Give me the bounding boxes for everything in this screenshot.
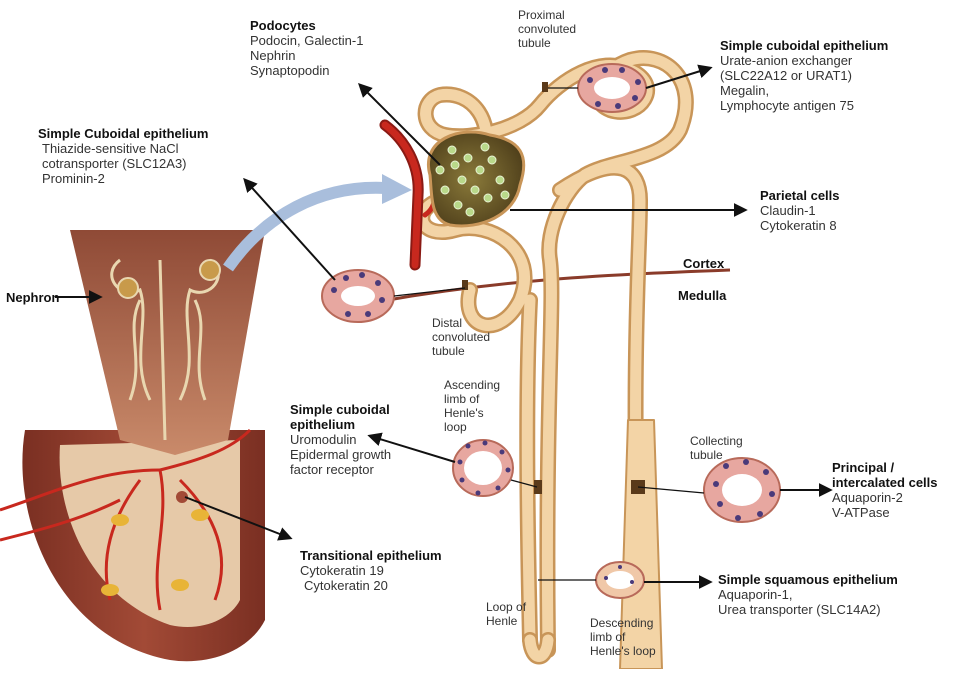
pct-line-3: tubule <box>518 36 576 50</box>
dct-label: Distal convoluted tubule <box>432 316 490 358</box>
squamous-line-2: Urea transporter (SLC14A2) <box>718 602 898 617</box>
transitional-line-1: Cytokeratin 19 <box>300 563 442 578</box>
descending-line-1: Descending <box>590 616 656 630</box>
dct-markers-label: Simple Cuboidal epithelium Thiazide-sens… <box>38 126 208 186</box>
principal-title-2: intercalated cells <box>832 475 938 490</box>
parietal-title: Parietal cells <box>760 188 840 203</box>
pct-markers-line-4: Lymphocyte antigen 75 <box>720 98 888 113</box>
tal-markers-line-2: Epidermal growth <box>290 447 391 462</box>
collecting-cross-section <box>704 458 780 522</box>
tal-markers-title-2: epithelium <box>290 417 391 432</box>
pct-markers-line-2: (SLC22A12 or URAT1) <box>720 68 888 83</box>
dct-line-3: tubule <box>432 344 490 358</box>
glomerulus-small-right <box>200 260 220 280</box>
pct-cross-section <box>578 64 646 112</box>
dct-markers-title: Simple Cuboidal epithelium <box>38 126 208 141</box>
ascending-line-2: limb of <box>444 392 500 406</box>
podocytes-line-3: Synaptopodin <box>250 63 363 78</box>
principal-line-2: V-ATPase <box>832 505 938 520</box>
nephron-label: Nephron <box>6 290 59 305</box>
transitional-label: Transitional epithelium Cytokeratin 19 C… <box>300 548 442 593</box>
ascending-line-3: Henle's <box>444 406 500 420</box>
pct-markers-title: Simple cuboidal epithelium <box>720 38 888 53</box>
squamous-label: Simple squamous epithelium Aquaporin-1, … <box>718 572 898 617</box>
tal-markers-line-1: Uromodulin <box>290 432 391 447</box>
dct-line-2: convoluted <box>432 330 490 344</box>
principal-line-1: Aquaporin-2 <box>832 490 938 505</box>
descending-line-3: Henle's loop <box>590 644 656 658</box>
squamous-line-1: Aquaporin-1, <box>718 587 898 602</box>
tal-markers-title-1: Simple cuboidal <box>290 402 391 417</box>
thin-limb-cross-section <box>596 562 644 598</box>
pct-markers-label: Simple cuboidal epithelium Urate-anion e… <box>720 38 888 113</box>
collecting-line-2: tubule <box>690 448 743 462</box>
transitional-title: Transitional epithelium <box>300 548 442 563</box>
dct-line-1: Distal <box>432 316 490 330</box>
zoom-arrowhead <box>382 174 412 204</box>
ascending-line-4: loop <box>444 420 500 434</box>
principal-title-1: Principal / <box>832 460 938 475</box>
loop-line-2: Henle <box>486 614 526 628</box>
parietal-line-1: Claudin-1 <box>760 203 840 218</box>
ascending-limb-label: Ascending limb of Henle's loop <box>444 378 500 434</box>
transitional-line-2: Cytokeratin 20 <box>300 578 442 593</box>
collecting-tubule-label: Collecting tubule <box>690 434 743 462</box>
podocytes-label: Podocytes Podocin, Galectin-1 Nephrin Sy… <box>250 18 363 78</box>
glomerulus-small-left <box>118 278 138 298</box>
descending-limb-label: Descending limb of Henle's loop <box>590 616 656 658</box>
ascending-line-1: Ascending <box>444 378 500 392</box>
dct-markers-line-3: Prominin-2 <box>38 171 208 186</box>
podocytes-line-1: Podocin, Galectin-1 <box>250 33 363 48</box>
cortex-label: Cortex <box>683 256 724 271</box>
pct-label: Proximal convoluted tubule <box>518 8 576 50</box>
podocytes-line-2: Nephrin <box>250 48 363 63</box>
descending-line-2: limb of <box>590 630 656 644</box>
podocytes-title: Podocytes <box>250 18 363 33</box>
parietal-line-2: Cytokeratin 8 <box>760 218 840 233</box>
medulla-label: Medulla <box>678 288 726 303</box>
tal-cross-section <box>453 440 513 496</box>
loop-of-henle-label: Loop of Henle <box>486 600 526 628</box>
bowmans-capsule <box>428 132 523 226</box>
squamous-title: Simple squamous epithelium <box>718 572 898 587</box>
principal-cells-label: Principal / intercalated cells Aquaporin… <box>832 460 938 520</box>
tal-markers-label: Simple cuboidal epithelium Uromodulin Ep… <box>290 402 391 477</box>
pct-line-2: convoluted <box>518 22 576 36</box>
tal-markers-line-3: factor receptor <box>290 462 391 477</box>
dct-markers-line-1: Thiazide-sensitive NaCl <box>38 141 208 156</box>
pct-line-1: Proximal <box>518 8 576 22</box>
dct-markers-line-2: cotransporter (SLC12A3) <box>38 156 208 171</box>
collecting-line-1: Collecting <box>690 434 743 448</box>
parietal-label: Parietal cells Claudin-1 Cytokeratin 8 <box>760 188 840 233</box>
pct-markers-line-3: Megalin, <box>720 83 888 98</box>
pct-markers-line-1: Urate-anion exchanger <box>720 53 888 68</box>
loop-line-1: Loop of <box>486 600 526 614</box>
